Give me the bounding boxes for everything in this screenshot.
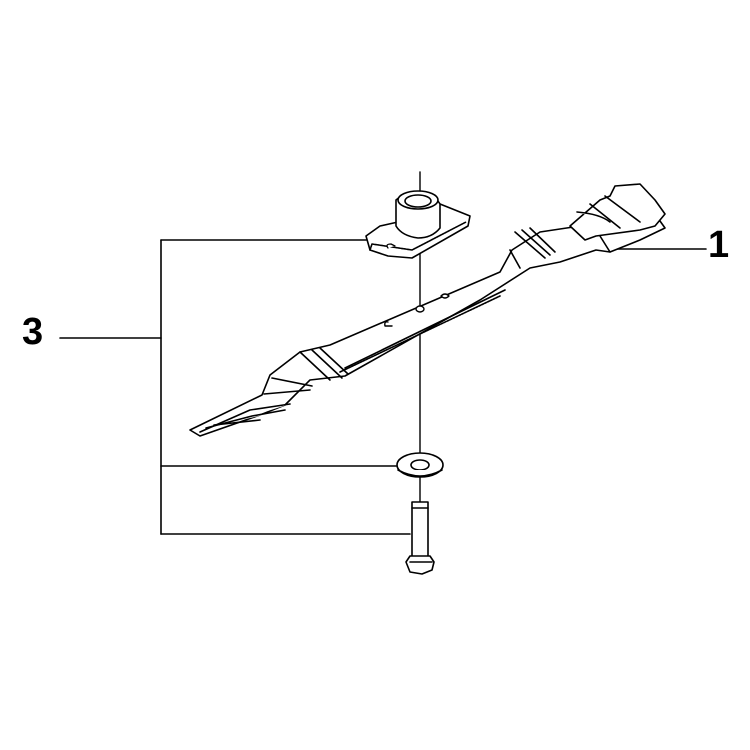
callout-3-bracket: [59, 239, 411, 535]
blade: [189, 183, 666, 437]
callout-label-3: 3: [22, 311, 44, 353]
blade-adapter: [365, 190, 471, 259]
washer: [396, 452, 444, 478]
bolt: [405, 501, 435, 575]
callout-label-1: 1: [708, 224, 730, 266]
